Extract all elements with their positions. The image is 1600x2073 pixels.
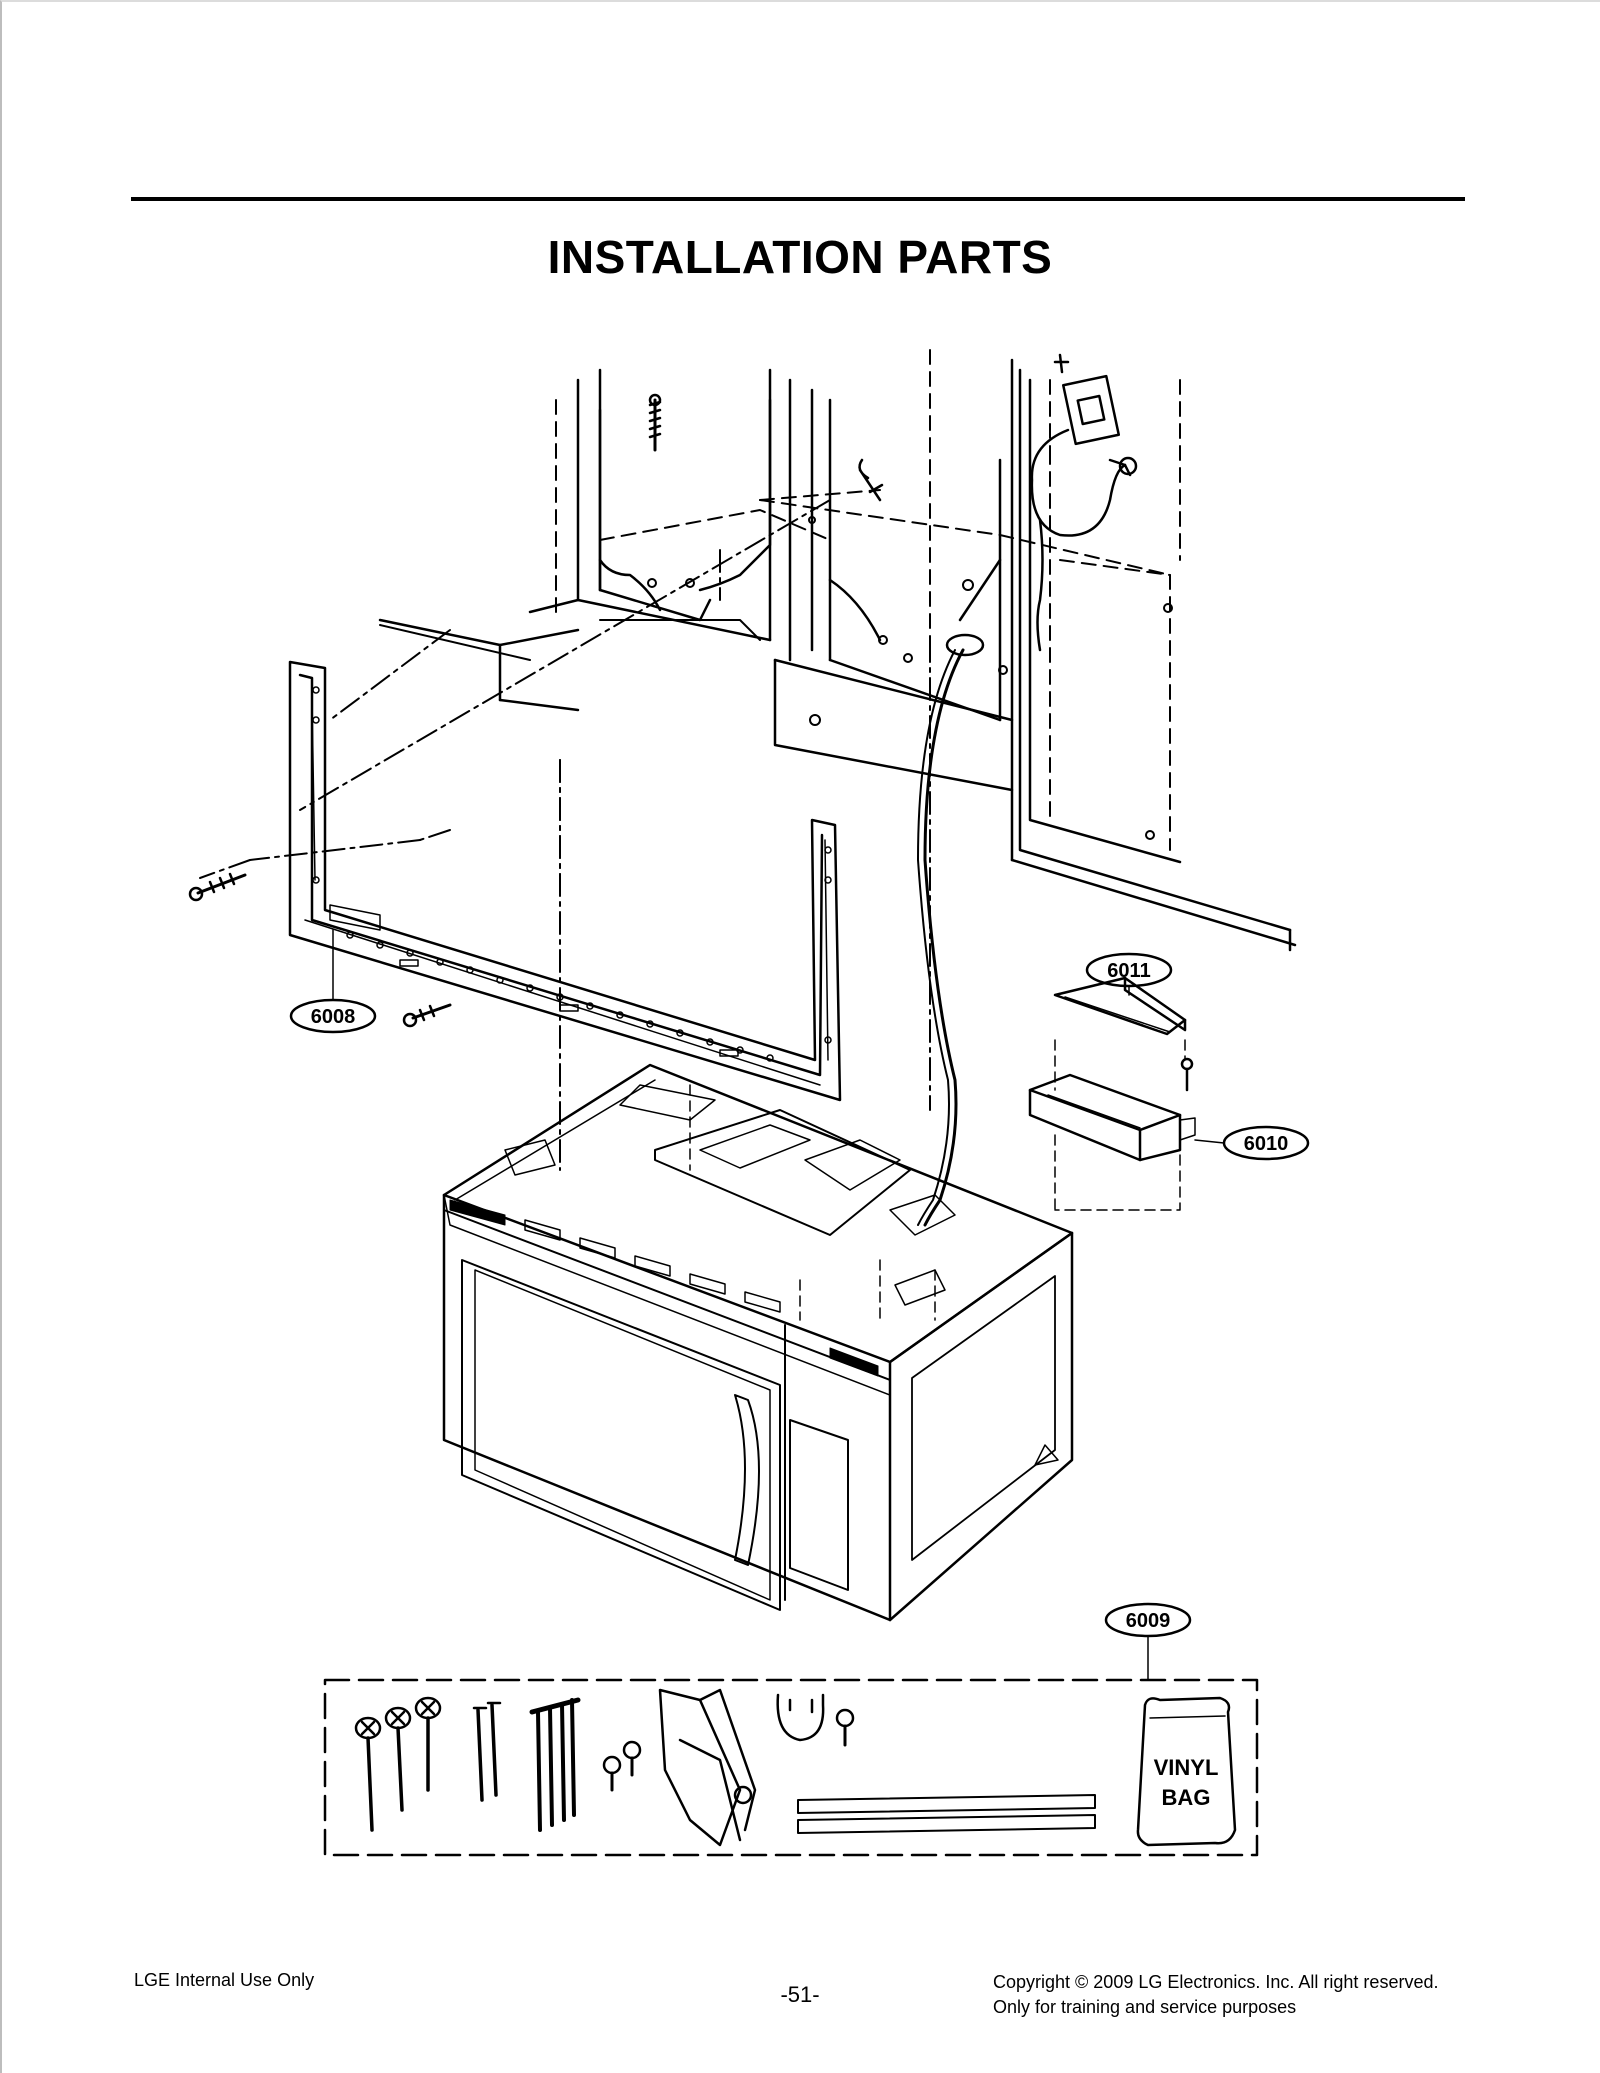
cabinet-hidden-lines — [555, 349, 1181, 851]
microwave — [442, 1063, 1074, 1622]
footer-copyright-block: Copyright © 2009 LG Electronics. Inc. Al… — [993, 1970, 1438, 2020]
damper-6010 — [1028, 1057, 1196, 1162]
callout-6009: 6009 — [1126, 1610, 1171, 1632]
page-number: -51- — [780, 1982, 820, 2007]
center-lines — [199, 499, 931, 1171]
mounting-plate — [288, 660, 842, 1102]
usage-note: Only for training and service purposes — [993, 1997, 1297, 2017]
hardware-kit-box — [323, 1678, 1259, 1857]
top-screws — [648, 393, 884, 502]
power-cord — [917, 633, 985, 1227]
callout-6010: 6010 — [1244, 1133, 1289, 1155]
upper-cabinets — [378, 358, 1297, 952]
microwave-hidden-lines — [689, 1084, 936, 1321]
callout-6008: 6008 — [311, 1006, 356, 1028]
callout-shapes — [289, 929, 1310, 1681]
page-title: INSTALLATION PARTS — [547, 231, 1053, 283]
vinyl-bag-label-line2: BAG — [1162, 1785, 1211, 1810]
copyright-text: Copyright © 2009 LG Electronics. Inc. Al… — [993, 1972, 1439, 1992]
wall-outlet — [1030, 353, 1138, 652]
damper-hidden-lines — [1054, 1039, 1186, 1211]
callout-6011: 6011 — [1107, 960, 1150, 982]
plate-holes — [312, 686, 832, 1062]
plate-screws — [188, 872, 452, 1028]
vinyl-bag-label-line1: VINYL — [1154, 1755, 1219, 1780]
footer-internal-note: LGE Internal Use Only — [134, 1970, 315, 1990]
hardware-items — [354, 1688, 1237, 1847]
cabinet-holes — [647, 516, 1173, 840]
duct-cover-6011 — [1053, 976, 1187, 1036]
header-rule — [131, 197, 1465, 201]
